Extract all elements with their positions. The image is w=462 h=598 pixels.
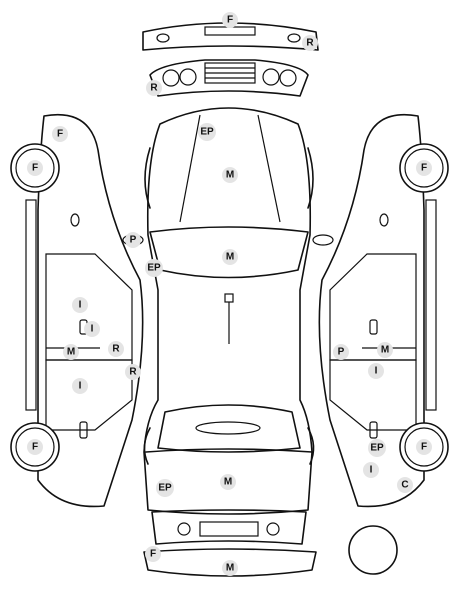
marker-windshield-m[interactable]: M bbox=[222, 249, 238, 265]
badge-code: C bbox=[401, 480, 408, 491]
car-left-side-view bbox=[10, 114, 144, 508]
marker-front-grille-r[interactable]: R bbox=[146, 80, 162, 96]
marker-right-front-wheel-f[interactable]: F bbox=[416, 160, 432, 176]
badge-code: P bbox=[130, 235, 137, 246]
marker-hood-ep[interactable]: EP bbox=[198, 123, 216, 141]
spare-wheel bbox=[348, 525, 398, 575]
marker-right-rear-ep[interactable]: EP bbox=[368, 439, 386, 457]
rear-fascia bbox=[151, 509, 307, 545]
badge-code: M bbox=[381, 345, 389, 356]
badge-bg bbox=[72, 297, 88, 313]
badge-code: M bbox=[226, 170, 234, 181]
front-fascia bbox=[149, 59, 309, 97]
badge-bg bbox=[416, 160, 432, 176]
marker-right-rear-door-i[interactable]: I bbox=[368, 363, 384, 379]
marker-left-mirror-p[interactable]: P bbox=[125, 232, 141, 248]
marker-front-bumper-top-f[interactable]: F bbox=[222, 12, 238, 28]
badge-code: EP bbox=[200, 127, 214, 138]
marker-left-front-handle-i[interactable]: I bbox=[84, 321, 100, 337]
badge-bg bbox=[416, 439, 432, 455]
badge-code: R bbox=[112, 344, 120, 355]
marker-left-front-door-i[interactable]: I bbox=[72, 297, 88, 313]
marker-left-rear-wheel-f[interactable]: F bbox=[27, 439, 43, 455]
badge-bg bbox=[63, 344, 79, 360]
marker-left-rear-r[interactable]: R bbox=[125, 364, 141, 380]
badge-bg bbox=[52, 126, 68, 142]
badge-code: F bbox=[57, 129, 63, 140]
badge-bg bbox=[333, 344, 349, 360]
marker-left-rear-door-i[interactable]: I bbox=[72, 378, 88, 394]
marker-right-rear-wheel-f[interactable]: F bbox=[416, 439, 432, 455]
badge-bg bbox=[222, 249, 238, 265]
marker-trunk-ep[interactable]: EP bbox=[156, 479, 174, 497]
badge-code: M bbox=[67, 347, 75, 358]
badge-bg bbox=[27, 160, 43, 176]
marker-hood-m[interactable]: M bbox=[222, 167, 238, 183]
badge-bg bbox=[368, 439, 386, 457]
badge-bg bbox=[27, 439, 43, 455]
badge-code: F bbox=[227, 15, 233, 26]
badge-code: EP bbox=[147, 263, 161, 274]
marker-left-pillar-ep[interactable]: EP bbox=[145, 259, 163, 277]
badge-bg bbox=[84, 321, 100, 337]
badge-bg bbox=[302, 35, 318, 51]
marker-rear-bumper-m[interactable]: M bbox=[222, 560, 238, 576]
rear-bumper bbox=[143, 548, 317, 577]
marker-front-bumper-top-r[interactable]: R bbox=[302, 35, 318, 51]
badge-bg bbox=[220, 474, 236, 490]
badge-code: M bbox=[226, 563, 234, 574]
badge-bg bbox=[368, 363, 384, 379]
badge-code: F bbox=[32, 163, 38, 174]
marker-right-door-p[interactable]: P bbox=[333, 344, 349, 360]
badge-bg bbox=[125, 364, 141, 380]
marker-right-sill-m[interactable]: M bbox=[377, 342, 393, 358]
marker-left-front-wheel-f[interactable]: F bbox=[27, 160, 43, 176]
badge-code: F bbox=[150, 549, 156, 560]
badge-code: M bbox=[224, 477, 232, 488]
marker-right-quarter-i[interactable]: I bbox=[363, 462, 379, 478]
marker-left-sill-r[interactable]: R bbox=[108, 341, 124, 357]
badge-code: I bbox=[91, 324, 94, 335]
badge-bg bbox=[125, 232, 141, 248]
badge-code: I bbox=[375, 366, 378, 377]
badge-code: EP bbox=[158, 483, 172, 494]
badge-code: EP bbox=[370, 443, 384, 454]
badge-code: P bbox=[338, 347, 345, 358]
badge-bg bbox=[222, 560, 238, 576]
marker-rear-bumper-f[interactable]: F bbox=[145, 546, 161, 562]
badge-code: R bbox=[306, 38, 314, 49]
badge-code: R bbox=[129, 367, 137, 378]
badge-code: I bbox=[370, 465, 373, 476]
badge-bg bbox=[145, 546, 161, 562]
badge-bg bbox=[72, 378, 88, 394]
badge-bg bbox=[222, 12, 238, 28]
badge-bg bbox=[198, 123, 216, 141]
badge-bg bbox=[156, 479, 174, 497]
badge-code: F bbox=[421, 442, 427, 453]
marker-right-quarter-c[interactable]: C bbox=[397, 477, 413, 493]
badge-code: R bbox=[150, 83, 158, 94]
badge-bg bbox=[146, 80, 162, 96]
badge-code: I bbox=[79, 381, 82, 392]
marker-left-front-fender-f[interactable]: F bbox=[52, 126, 68, 142]
badge-bg bbox=[397, 477, 413, 493]
badge-bg bbox=[363, 462, 379, 478]
badge-code: F bbox=[421, 163, 427, 174]
marker-left-sill-m[interactable]: M bbox=[63, 344, 79, 360]
badge-bg bbox=[145, 259, 163, 277]
badge-code: I bbox=[79, 300, 82, 311]
marker-trunk-m[interactable]: M bbox=[220, 474, 236, 490]
badge-bg bbox=[377, 342, 393, 358]
badge-bg bbox=[222, 167, 238, 183]
badge-bg bbox=[108, 341, 124, 357]
badge-code: M bbox=[226, 252, 234, 263]
badge-code: F bbox=[32, 442, 38, 453]
